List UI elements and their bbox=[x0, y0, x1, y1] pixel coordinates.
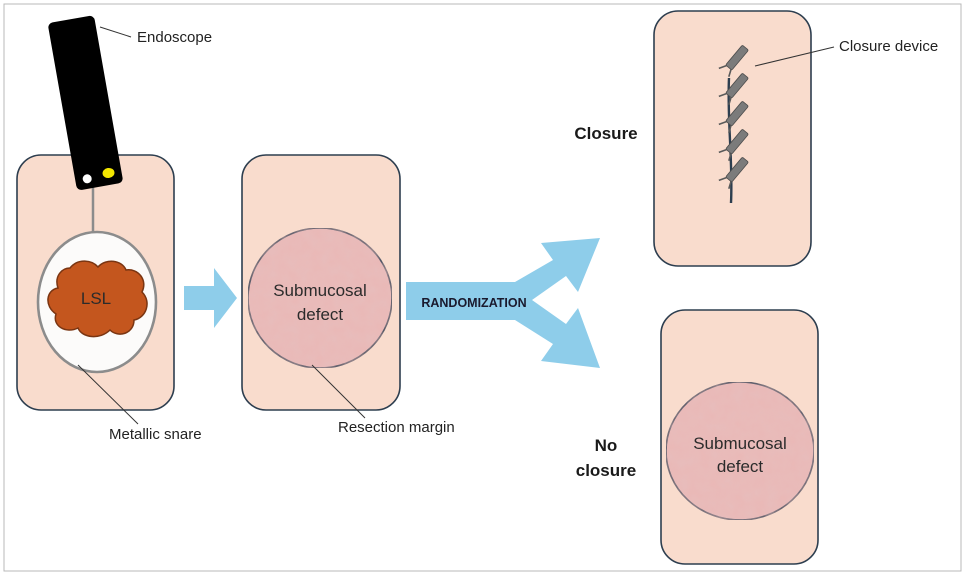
no-closure-label-line1: No bbox=[595, 436, 618, 455]
clip-body bbox=[725, 101, 749, 126]
submucosal-defect-open bbox=[665, 381, 815, 521]
defect-label-line1: Submucosal bbox=[273, 281, 367, 300]
clip-prongs bbox=[718, 120, 732, 133]
clip-body bbox=[725, 129, 749, 154]
clip-icon bbox=[718, 45, 749, 77]
randomization-label: RANDOMIZATION bbox=[421, 296, 526, 310]
clip-prongs bbox=[718, 92, 732, 105]
clip-icon bbox=[718, 73, 749, 105]
no-closure-label-line2: closure bbox=[576, 461, 636, 480]
defect-label-line2: defect bbox=[297, 305, 344, 324]
open-defect-label-line1: Submucosal bbox=[693, 434, 787, 453]
clip-body bbox=[725, 73, 749, 98]
endoscope-light-white bbox=[82, 174, 92, 184]
closure-label: Closure bbox=[574, 124, 637, 143]
clip-prongs bbox=[718, 64, 732, 77]
endoscope-label: Endoscope bbox=[137, 29, 212, 46]
arrow-to-defect bbox=[184, 268, 237, 328]
clip-prongs bbox=[718, 148, 732, 161]
lsl-lesion bbox=[47, 260, 148, 338]
clip-icon bbox=[718, 129, 749, 161]
resection-margin-leader bbox=[311, 364, 366, 419]
submucosal-defect bbox=[247, 227, 393, 369]
clip-body bbox=[725, 45, 749, 70]
endoscope-leader bbox=[99, 26, 132, 38]
randomization-arrow bbox=[406, 238, 600, 368]
endoscope-body bbox=[48, 15, 123, 190]
tissue-panel-closure bbox=[653, 10, 812, 267]
open-defect-label-line2: defect bbox=[717, 457, 764, 476]
clip-icon bbox=[718, 157, 749, 189]
resection-margin-label: Resection margin bbox=[338, 419, 455, 436]
endoscope-light-yellow bbox=[102, 167, 115, 179]
clip-body bbox=[725, 157, 749, 182]
endoscope-icon bbox=[48, 15, 123, 190]
clip-prongs bbox=[718, 176, 732, 189]
metallic-snare-leader bbox=[77, 364, 139, 425]
metallic-snare-label: Metallic snare bbox=[109, 426, 202, 443]
closure-device-label: Closure device bbox=[839, 38, 938, 55]
lsl-label: LSL bbox=[81, 289, 111, 308]
closure-device-leader bbox=[754, 46, 835, 67]
clip-icon bbox=[718, 45, 749, 189]
clip-icon bbox=[718, 101, 749, 133]
